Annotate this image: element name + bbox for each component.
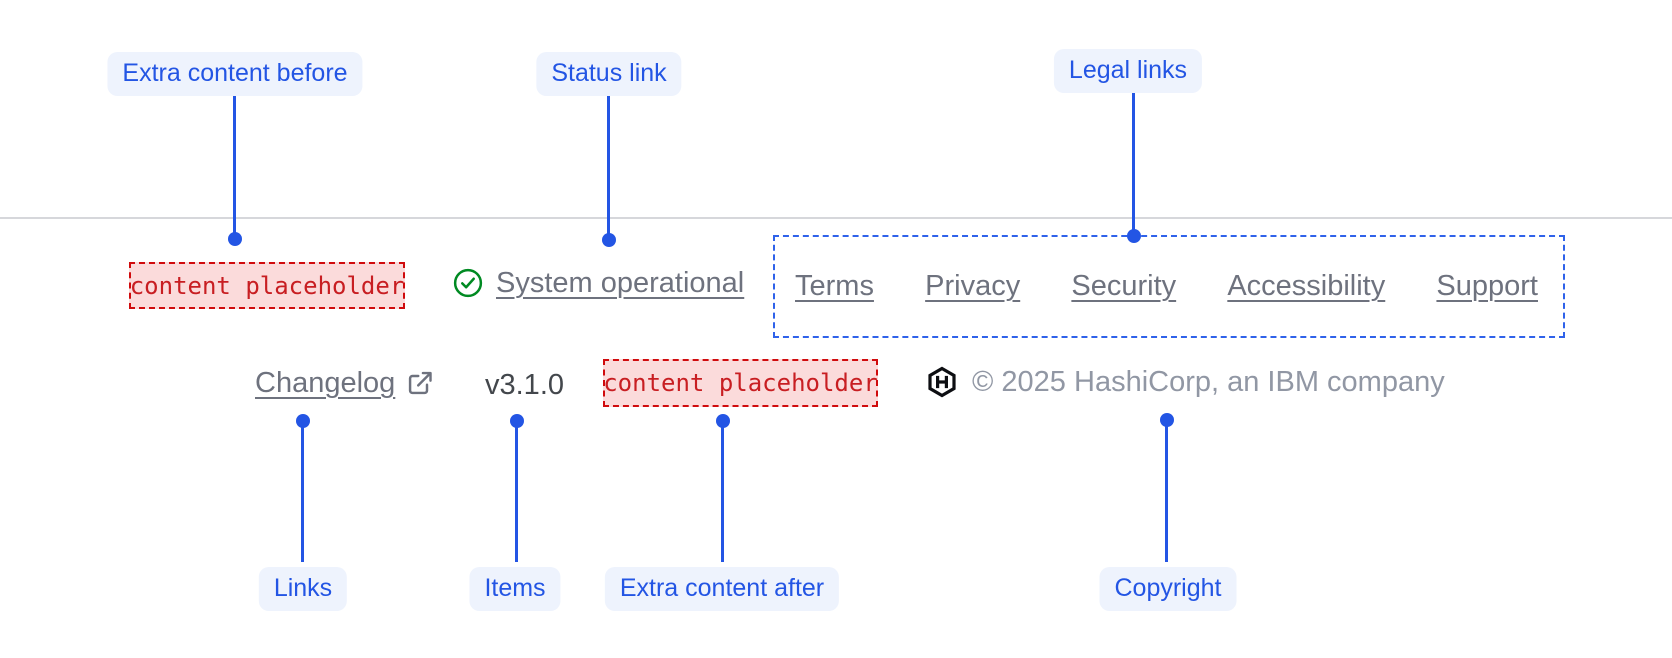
annotation-line-extra-content-before	[233, 91, 236, 233]
annotation-dot-links	[296, 414, 310, 428]
status-link-label: System operational	[496, 266, 745, 299]
external-link-icon	[406, 369, 434, 397]
hashicorp-logo-icon	[926, 366, 958, 398]
legal-link-security[interactable]: Security	[1071, 270, 1177, 302]
annotation-dot-items	[510, 414, 524, 428]
annotation-line-extra-content-after	[721, 426, 724, 562]
legal-links-container: Terms Privacy Security Accessibility Sup…	[773, 235, 1565, 338]
placeholder-text: content placeholder	[603, 369, 878, 397]
annotation-line-status-link	[607, 91, 610, 234]
legal-link-privacy[interactable]: Privacy	[925, 270, 1021, 302]
changelog-link[interactable]: Changelog	[255, 364, 434, 402]
copyright-text: © 2025 HashiCorp, an IBM company	[972, 365, 1445, 398]
changelog-link-label: Changelog	[255, 366, 396, 399]
divider-line	[0, 217, 1672, 219]
annotation-line-legal-links	[1132, 88, 1135, 232]
check-circle-icon	[453, 268, 483, 298]
annotation-line-items	[515, 426, 518, 562]
annotation-label-extra-content-before: Extra content before	[107, 52, 363, 96]
annotation-line-links	[301, 426, 304, 562]
annotation-line-copyright	[1165, 425, 1168, 562]
legal-link-support[interactable]: Support	[1436, 270, 1538, 302]
legal-link-terms[interactable]: Terms	[795, 270, 874, 302]
annotation-label-legal-links: Legal links	[1053, 49, 1203, 93]
annotation-dot-status-link	[602, 233, 616, 247]
copyright-area: © 2025 HashiCorp, an IBM company	[926, 363, 1445, 401]
legal-link-accessibility[interactable]: Accessibility	[1227, 270, 1386, 302]
placeholder-text: content placeholder	[129, 271, 405, 300]
extra-content-after-placeholder: content placeholder	[603, 359, 878, 407]
version-item: v3.1.0	[485, 369, 564, 401]
annotation-dot-extra-content-before	[228, 232, 242, 246]
annotation-label-copyright: Copyright	[1099, 567, 1237, 611]
annotation-dot-extra-content-after	[716, 414, 730, 428]
extra-content-before-placeholder: content placeholder	[129, 262, 405, 309]
annotation-label-items: Items	[469, 567, 561, 611]
annotation-label-extra-content-after: Extra content after	[604, 567, 840, 611]
annotation-label-links: Links	[258, 567, 348, 611]
status-link[interactable]: System operational	[453, 264, 744, 302]
annotation-dot-legal-links	[1127, 229, 1141, 243]
annotation-label-status-link: Status link	[536, 52, 682, 96]
annotation-dot-copyright	[1160, 413, 1174, 427]
